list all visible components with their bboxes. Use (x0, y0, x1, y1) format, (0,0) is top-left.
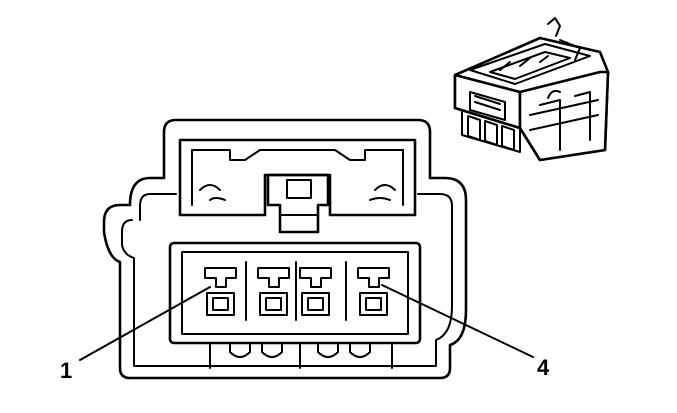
connector-face (102, 118, 468, 380)
connector-iso-view (453, 17, 610, 162)
housing-inner-outline (121, 193, 453, 367)
callout-label-4: 4 (537, 355, 550, 380)
bottom-keys (209, 342, 393, 369)
leader-line-1 (79, 286, 211, 361)
cavity-frame (168, 241, 422, 345)
pin-terminals (204, 261, 390, 321)
leader-line-4 (381, 284, 534, 358)
latch-housing (178, 138, 417, 217)
lock-tab (266, 173, 330, 234)
terminal-4 (357, 267, 390, 316)
terminal-2 (257, 267, 290, 316)
terminal-1 (204, 267, 237, 316)
callout-label-1: 1 (60, 358, 72, 383)
terminal-3 (299, 267, 332, 316)
callout-leaders (79, 284, 534, 361)
housing-outline (102, 118, 468, 380)
